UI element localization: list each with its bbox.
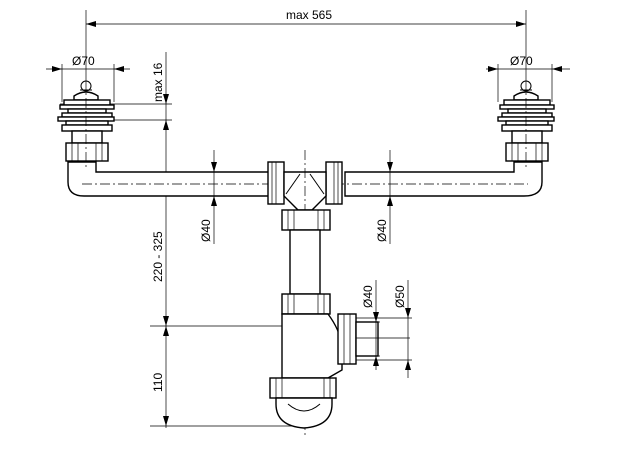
outlet-diameter-small-label: Ø40 [361, 285, 375, 308]
right-outlet-diameter-label: Ø70 [510, 54, 533, 68]
right-basket-strainer [497, 80, 555, 170]
strainer-height-dimension: max 16 [60, 52, 172, 130]
left-pipe-diameter-label: Ø40 [199, 219, 213, 242]
strainer-height-label: max 16 [151, 62, 165, 102]
outlet-diameter-small-dimension: Ø40 [356, 280, 380, 370]
overall-width-label: max 565 [286, 8, 332, 22]
right-pipe-diameter-label: Ø40 [375, 219, 389, 242]
left-outlet-diameter-label: Ø70 [72, 54, 95, 68]
left-outlet-diameter-dimension: Ø70 [46, 54, 130, 102]
right-pipe-diameter-dimension: Ø40 [375, 150, 393, 244]
height-range-dimension: 220 - 325 [150, 128, 290, 327]
height-range-label: 220 - 325 [151, 231, 165, 282]
side-outlet [337, 313, 410, 365]
left-basket-strainer [57, 80, 115, 170]
trap-height-dimension: 110 [150, 326, 300, 428]
outlet-diameter-large-dimension: Ø50 [356, 280, 412, 378]
outlet-diameter-large-label: Ø50 [393, 285, 407, 308]
overall-width-dimension: max 565 [85, 8, 527, 80]
right-outlet-diameter-dimension: Ø70 [486, 54, 570, 102]
vertical-pipe [281, 209, 331, 315]
left-pipe-diameter-dimension: Ø40 [199, 150, 217, 244]
trap-height-label: 110 [151, 373, 165, 392]
bottle-trap [269, 313, 343, 429]
